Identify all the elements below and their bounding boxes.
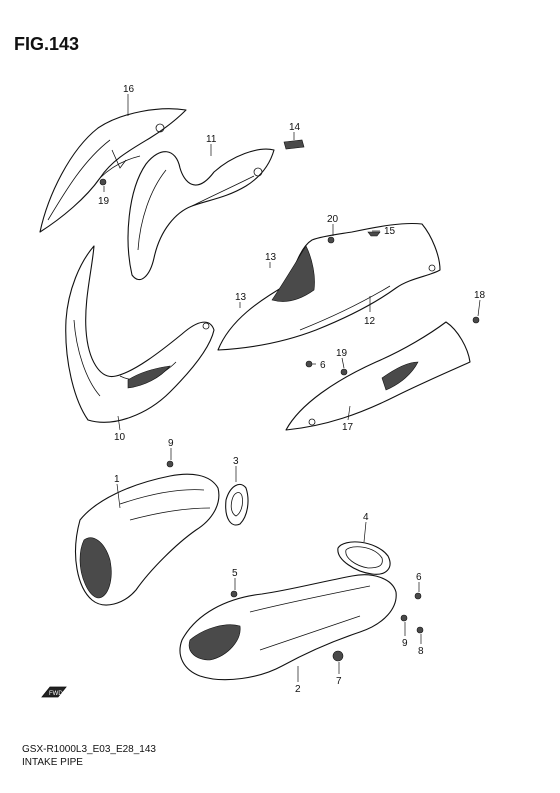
callout-10: 10: [114, 432, 126, 443]
callout-9: 9: [168, 438, 174, 449]
fasteners: [99, 178, 480, 662]
leader-lines: [103, 94, 481, 682]
callout-4: 4: [363, 512, 369, 523]
callout-7: 7: [336, 676, 342, 687]
forward-badge-label: FWD: [49, 691, 63, 697]
callout-8: 8: [418, 646, 424, 657]
callout-12: 12: [364, 316, 376, 327]
callout-15: 15: [384, 226, 396, 237]
callout-18: 18: [474, 290, 486, 301]
forward-arrow-icon: FWD: [40, 685, 68, 701]
callout-1: 1: [114, 474, 120, 485]
part-10-lower-front-cowl: [65, 245, 215, 423]
callout-numbers: 16 11 14 19 20 15 13 13 12 18 6 19 10 17…: [98, 84, 486, 695]
part-4-gasket-ring: [337, 541, 391, 575]
part-2-rear-intake-duct: [179, 574, 397, 681]
callout-9: 9: [402, 638, 408, 649]
callout-6: 6: [320, 360, 326, 371]
callout-3: 3: [233, 456, 239, 467]
part-3-seal: [225, 483, 249, 526]
part-17-under-cowl: [285, 321, 471, 431]
part-14-pad: [283, 139, 305, 150]
part-1-front-intake-duct: [74, 473, 220, 606]
callout-13: 13: [265, 252, 277, 263]
callout-17: 17: [342, 422, 354, 433]
part-11-side-cover: [127, 148, 275, 281]
callout-19: 19: [336, 348, 348, 359]
model-code: GSX-R1000L3_E03_E28_143: [22, 744, 156, 755]
section-name: INTAKE PIPE: [22, 757, 83, 768]
callout-6: 6: [416, 572, 422, 583]
callout-2: 2: [295, 684, 301, 695]
callout-14: 14: [289, 122, 301, 133]
callout-16: 16: [123, 84, 135, 95]
callout-19: 19: [98, 196, 110, 207]
callout-13: 13: [235, 292, 247, 303]
part-12-side-fairing: [217, 222, 441, 351]
part-16-upper-cover: [39, 108, 187, 233]
figure-title: FIG.143: [14, 34, 80, 54]
callout-11: 11: [206, 134, 217, 145]
callout-20: 20: [327, 214, 339, 225]
callout-5: 5: [232, 568, 238, 579]
